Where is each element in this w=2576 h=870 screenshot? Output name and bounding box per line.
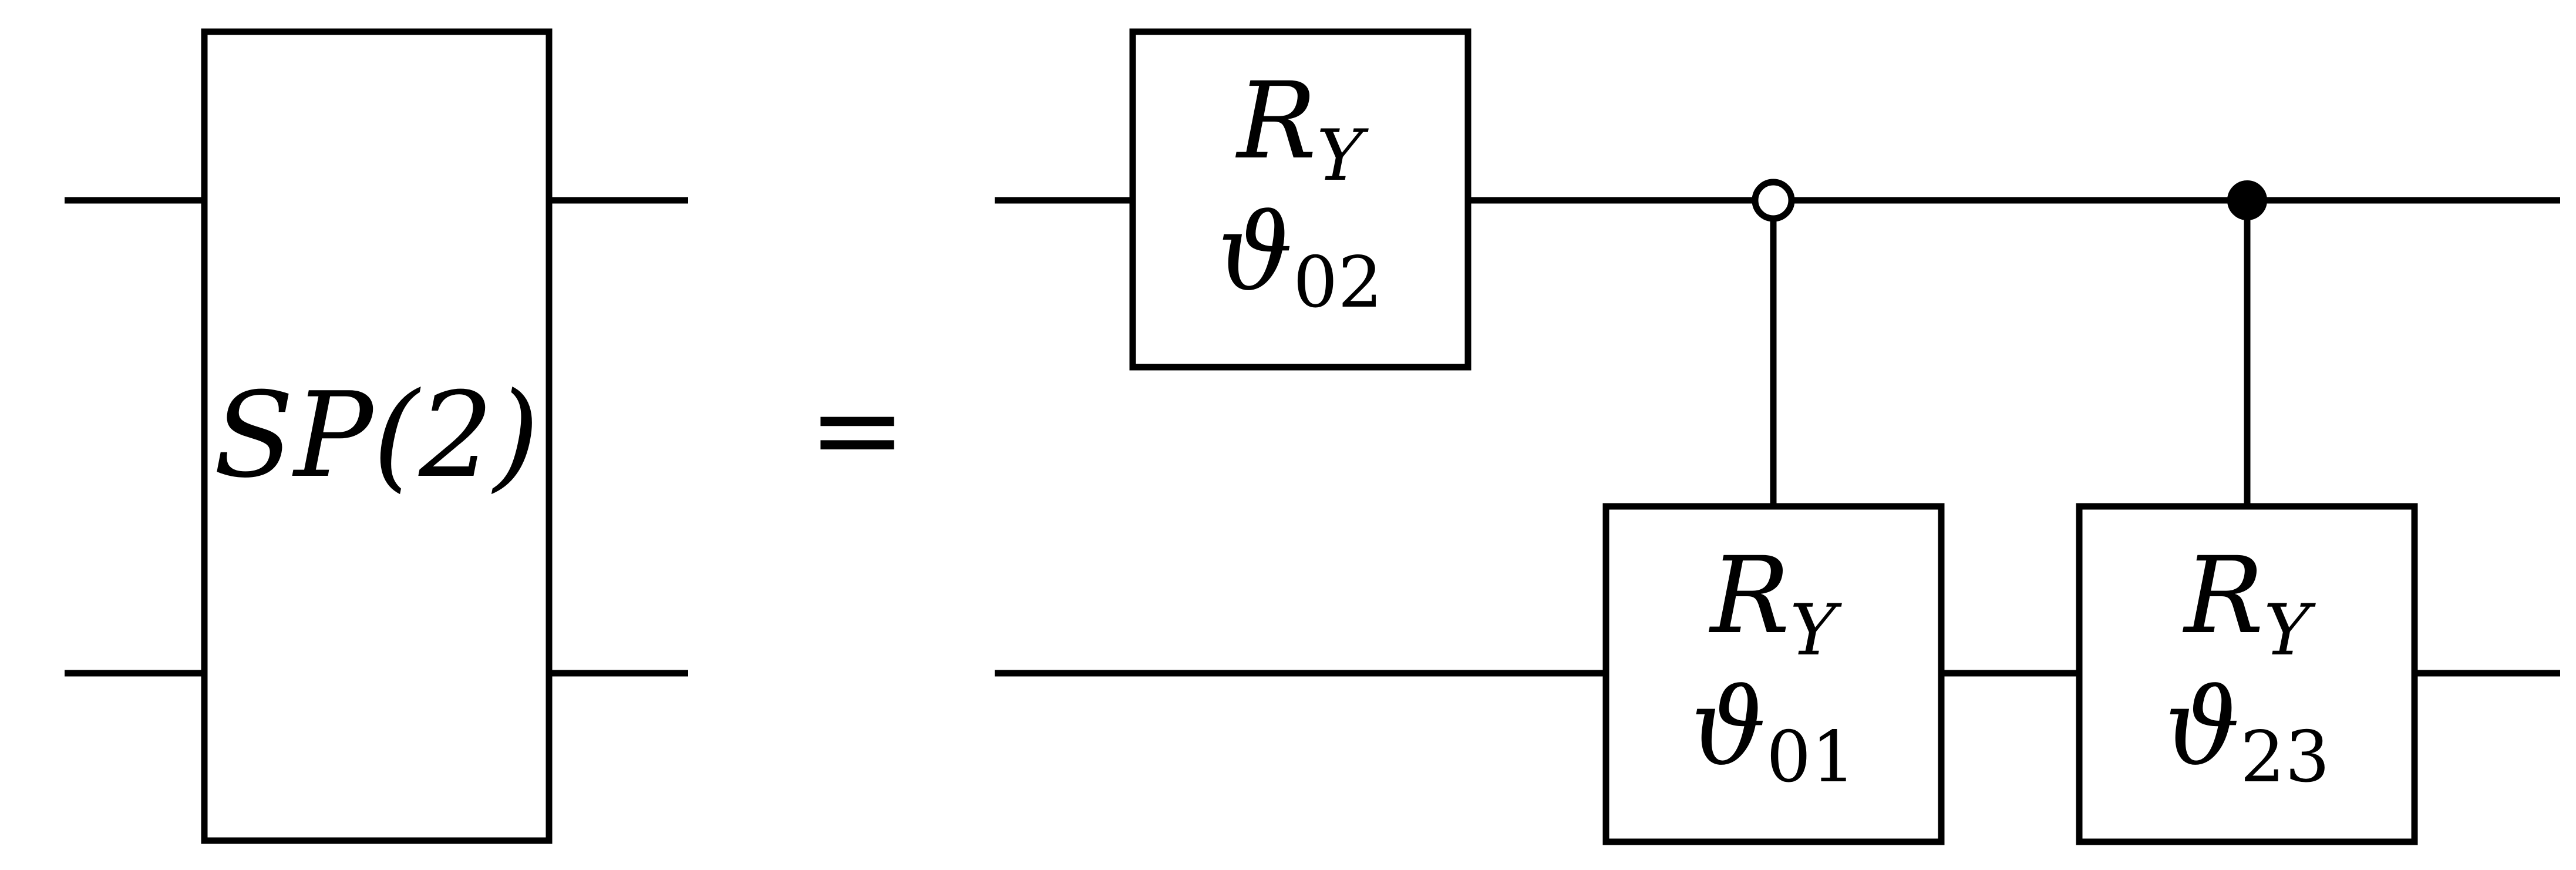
sp2-block (201, 28, 553, 844)
filled-control-dot (2227, 180, 2267, 220)
ry-gate-theta02 (1129, 28, 1471, 371)
ry-gate-theta01-name: RY (1709, 535, 1843, 671)
ry-gate-theta02-param: ϑ02 (1217, 192, 1382, 324)
equals-sign: = (808, 361, 907, 498)
ry-gate-theta23-name: RY (2183, 535, 2316, 671)
ry-gate-theta01 (1602, 503, 1945, 845)
ry-gate-theta23 (2076, 503, 2418, 845)
sp2-label: SP(2) (214, 367, 540, 504)
open-control-dot (1752, 179, 1795, 222)
ry-gate-theta01-param: ϑ01 (1691, 666, 1856, 798)
ry-gate-theta23-param: ϑ23 (2164, 666, 2329, 798)
ry-gate-theta02-name: RY (1235, 60, 1369, 197)
